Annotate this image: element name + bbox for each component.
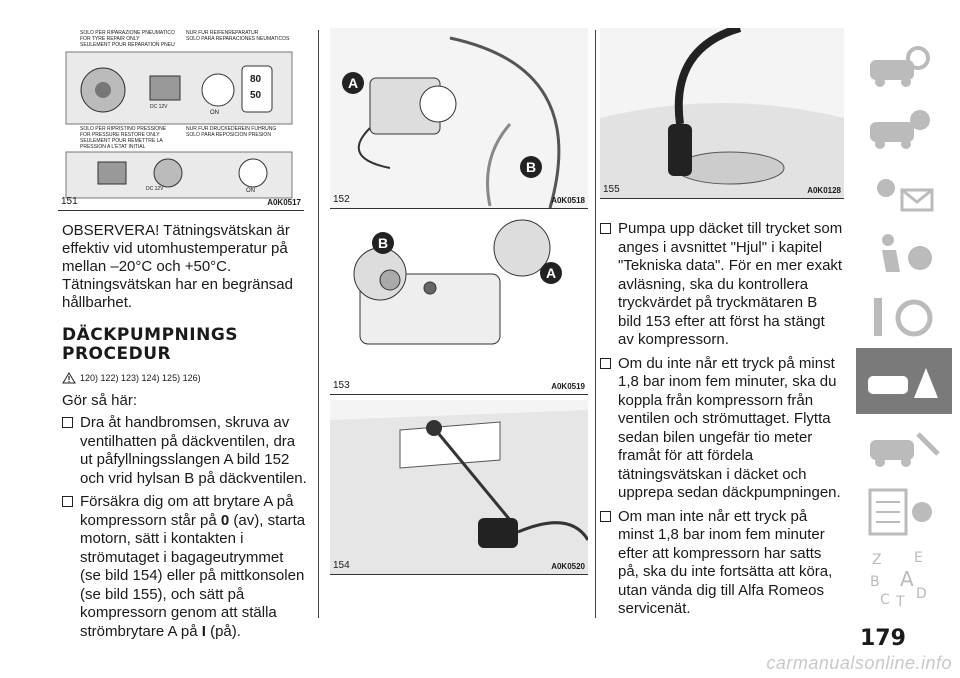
list-item-text: Om du inte når ett tryck på minst 1,8 ba… [618,354,841,502]
index-letter-e: E [914,550,923,566]
fig151-pressure-it: SOLO PER RIPRISTINO PRESSIONE [80,126,167,132]
procedure-list-left: Dra åt handbromsen, skruva av ventilhatt… [62,414,308,646]
figure-number: 153 [333,380,350,391]
figure-code: A0K0520 [551,562,585,571]
checkbox-bullet-icon [600,510,611,522]
index-letter-a: A [900,567,914,591]
fig151-label-en: FOR TYRE REPAIR ONLY [80,36,140,42]
list-item-text: Om man inte når ett tryck på minst 1,8 b… [618,507,833,618]
intro-text: Gör så här: [62,392,138,409]
switch-on-symbol: I [201,622,206,640]
index-letter-d: D [916,586,927,602]
trunk-socket-illustration [330,410,588,574]
checkbox-bullet-icon [62,417,73,428]
list-item-text: (av), starta motorn, sätt i kontakten i … [80,511,306,640]
section-heading: DÄCKPUMPNINGS PROCEDUR [62,326,302,364]
figure-151: SOLO PER RIPARAZIONE PNEUMATICO FOR TYRE… [58,28,304,211]
list-item-text: Pumpa upp däcket till trycket som anges … [618,220,843,348]
figure-153: B A 153 A0K0519 [330,214,588,395]
index-letter-t: T [895,594,905,610]
fig151-pressure-de: NUR FUR DRUCKEDEREIN FUHRUNG [186,126,277,132]
tab-warning-lights[interactable] [856,160,952,226]
callout-b: B [372,232,394,254]
tab-maintenance[interactable] [856,414,952,480]
safety-airbag-icon [882,234,932,272]
list-item: Försäkra dig om att brytare A på kompres… [62,493,308,641]
tab-car-manual[interactable] [856,96,952,162]
tab-index[interactable]: Z E B A C D T [856,544,952,610]
figure-number: 155 [603,184,620,195]
list-item: Dra åt handbromsen, skruva av ventilhatt… [62,414,308,488]
watermark: carmanualsonline.info [766,653,952,673]
figure-number: 152 [333,194,350,205]
tab-safety[interactable] [856,222,952,288]
figure-154: 154 A0K0520 [330,400,588,575]
compressor-gauge-illustration [353,219,551,345]
index-letter-c: C [880,592,890,608]
checkbox-bullet-icon [600,357,611,369]
tab-driving[interactable] [856,284,952,350]
heading-line-1: DÄCKPUMPNINGS [62,325,239,345]
fig151-speed-top: 80 [250,74,262,85]
fig151-on-label: ON [210,110,219,116]
tab-technical-data[interactable] [856,478,952,544]
list-item-text: Dra åt handbromsen, skruva av ventilhatt… [80,414,307,487]
console-socket-illustration [600,28,844,198]
warning-lights-icon [877,179,934,212]
figure-number: 151 [61,196,78,207]
callout-a: A [342,72,364,94]
figure-code: A0K0128 [807,186,841,195]
checkbox-bullet-icon [62,496,73,507]
index-icon: Z E B A C D T [870,550,927,610]
index-letter-z: Z [872,552,882,568]
fig151-label-de: NUR FUR REIFENREPARATUR [186,30,259,36]
procedure-list-right: Pumpa upp däcket till trycket som anges … [600,220,844,624]
car-info-icon [870,46,930,87]
index-letter-b: B [870,574,880,590]
compressor-hose-illustration [357,36,561,208]
fig151-pressure-es: SOLO PARA REPOSICION PRESION [186,132,271,138]
warning-references: 120) 122) 123) 124) 125) 126) [62,372,201,384]
switch-off-symbol: 0 [220,511,230,529]
list-item-text: Försäkra dig om att brytare A på kompres… [80,493,294,529]
car-manual-icon [870,110,930,149]
fig151-pressure-fr2: PRESSION A L'ETAT INITIAL [80,144,146,150]
figure-code: A0K0517 [267,198,301,207]
figure-155: 155 A0K0128 [600,28,844,199]
tab-car-info[interactable] [856,34,952,100]
figure-152: A B 152 A0K0518 [330,28,588,209]
fig151-label-it: SOLO PER RIPARAZIONE PNEUMATICO [80,30,175,36]
tab-emergency[interactable] [856,348,952,414]
fig151-label-fr: SEULEMENT POUR REPARATION PNEU [80,42,175,48]
callout-b: B [520,156,542,178]
list-item-text: (på). [205,622,241,640]
heading-line-2: PROCEDUR [62,344,172,364]
list-item: Om du inte når ett tryck på minst 1,8 ba… [600,355,844,503]
warning-triangle-icon [62,372,76,384]
fig151-dc-label-2: DC 12V [146,186,164,192]
fig151-pressure-en: FOR PRESSURE RESTORE ONLY [80,132,160,138]
fig151-on-label-2: ON [246,188,255,194]
list-item: Om man inte når ett tryck på minst 1,8 b… [600,508,844,619]
note-paragraph: OBSERVERA! Tätningsvätskan är effektiv v… [62,222,293,311]
fig151-pressure-fr: SEULEMENT POUR REMETTRE LA [80,138,163,144]
emergency-icon [868,368,938,398]
page-number: 179 [860,626,906,651]
fig151-label-es: SOLO PARA REPARACIONES NEUMATICOS [186,36,290,42]
column-divider-1 [318,30,319,618]
fig151-dc-label: DC 12V [150,104,168,110]
fig151-speed-bottom: 50 [250,90,262,101]
figure-code: A0K0518 [551,196,585,205]
column-divider-2 [595,30,596,618]
tyre-kit-label-illustration [65,51,293,199]
checkbox-bullet-icon [600,223,611,234]
callout-a: A [540,262,562,284]
maintenance-icon [870,432,940,467]
driving-icon [874,298,933,337]
figure-code: A0K0519 [551,382,585,391]
technical-data-icon [868,488,932,536]
warning-ref-text: 120) 122) 123) 124) 125) 126) [80,373,201,383]
list-item: Pumpa upp däcket till trycket som anges … [600,220,844,350]
figure-number: 154 [333,560,350,571]
